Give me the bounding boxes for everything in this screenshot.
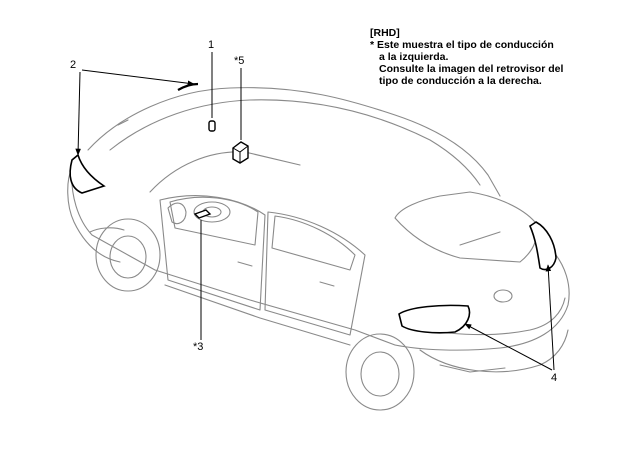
rear-door-handle bbox=[319, 281, 335, 287]
windshield-edge bbox=[149, 151, 301, 193]
leader-4-right bbox=[545, 264, 555, 371]
rear-wheel-hub bbox=[360, 351, 400, 397]
component-1 bbox=[208, 120, 216, 132]
rear-side-window bbox=[271, 215, 356, 271]
side-mirror bbox=[167, 202, 187, 225]
car-sill bbox=[164, 284, 351, 346]
rear-window bbox=[394, 191, 538, 263]
components bbox=[69, 82, 557, 334]
leader-2-front bbox=[75, 71, 81, 156]
component-5-edge bbox=[232, 145, 249, 163]
rear-lower-bumper bbox=[419, 329, 569, 373]
steering-wheel bbox=[193, 201, 231, 223]
callout-2: 2 bbox=[70, 59, 77, 71]
leader-4-left bbox=[464, 323, 553, 371]
note-line-2: a la izquierda. bbox=[379, 51, 449, 63]
front-door bbox=[159, 195, 266, 311]
leader-lines bbox=[75, 52, 555, 371]
roof-inner-line bbox=[109, 99, 481, 186]
callout-4: 4 bbox=[551, 372, 558, 384]
note-line-1: * Este muestra el tipo de conducción bbox=[370, 39, 554, 51]
component-2-front bbox=[69, 153, 106, 194]
rear-reflector bbox=[439, 364, 506, 373]
rear-emblem bbox=[493, 289, 513, 303]
front-window bbox=[169, 196, 259, 246]
component-4-left bbox=[398, 304, 471, 334]
front-wheel bbox=[95, 218, 161, 292]
leader-2-roof bbox=[81, 69, 195, 86]
callout-3: *3 bbox=[193, 341, 204, 353]
component-3 bbox=[193, 209, 212, 219]
car-roof bbox=[87, 87, 501, 197]
front-fender bbox=[89, 227, 125, 233]
callout-1: 1 bbox=[208, 39, 215, 51]
rhd-note: [RHD] * Este muestra el tipo de conducci… bbox=[370, 27, 563, 87]
rear-wheel bbox=[345, 333, 415, 411]
roof-antenna bbox=[117, 119, 129, 126]
note-heading: [RHD] bbox=[370, 27, 400, 39]
component-2-roof bbox=[177, 82, 199, 91]
note-line-4: tipo de conducción a la derecha. bbox=[379, 75, 542, 87]
car-body-side bbox=[71, 167, 396, 346]
rear-body bbox=[394, 249, 570, 351]
rear-door bbox=[264, 211, 366, 336]
front-bumper bbox=[67, 167, 121, 263]
callout-5: *5 bbox=[234, 55, 245, 67]
front-wheel-hub bbox=[109, 235, 147, 279]
rear-wiper bbox=[459, 231, 501, 246]
note-line-3: Consulte la imagen del retrovisor del bbox=[379, 63, 564, 75]
car-outline bbox=[67, 87, 570, 411]
front-door-handle bbox=[237, 261, 253, 267]
